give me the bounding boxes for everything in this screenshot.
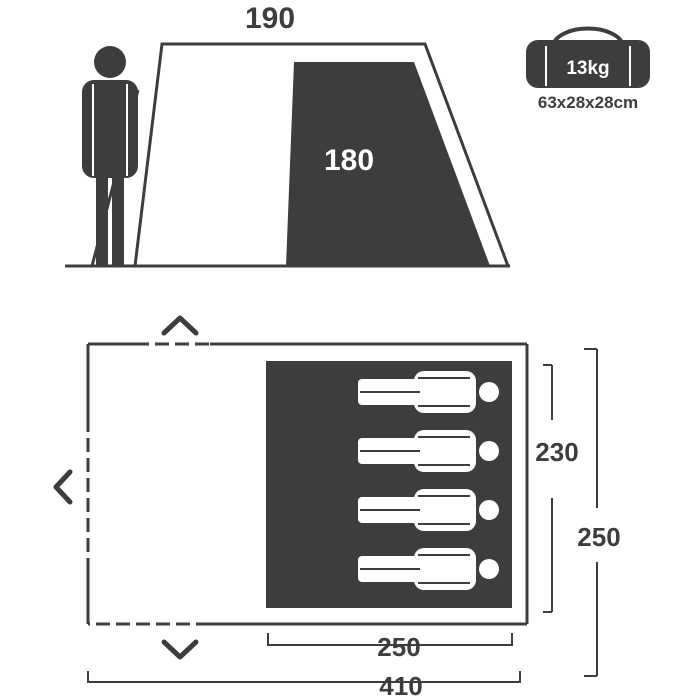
- bag-size-label: 63x28x28cm: [538, 93, 638, 112]
- bag-body-icon: [526, 40, 650, 88]
- inner-height-label: 180: [324, 144, 374, 177]
- person-silhouette-icon: [82, 46, 138, 266]
- inner-depth-dimension: [543, 364, 553, 613]
- tent-height-label: 190: [245, 2, 295, 35]
- tent-outline: [133, 42, 510, 267]
- sleeper-icon: [358, 430, 499, 472]
- side-view: 190 180: [65, 2, 510, 268]
- entrance-side-arrow-icon: [53, 469, 73, 505]
- inner-width-label: 250: [377, 632, 420, 662]
- floor-outline: [86, 342, 529, 626]
- total-width-dimension: [87, 671, 521, 683]
- inner-width-dimension: [267, 633, 513, 646]
- entrance-top-arrow-icon: [161, 315, 199, 336]
- total-depth-label: 250: [577, 522, 620, 552]
- sleeper-icon: [358, 489, 499, 531]
- sleeper-icon: [358, 371, 499, 413]
- sleeper-icon: [358, 548, 499, 590]
- entrance-bottom-arrow-icon: [161, 639, 199, 660]
- inner-cabin: [286, 62, 490, 266]
- carry-bag: 13kg 63x28x28cm: [526, 26, 650, 112]
- sleeper-group: [358, 371, 499, 590]
- bag-weight-label: 13kg: [566, 58, 609, 79]
- total-depth-dimension: [584, 348, 598, 677]
- inner-depth-label: 230: [535, 437, 578, 467]
- total-width-label: 410: [379, 671, 422, 700]
- floor-plan: 230 250 250 410: [53, 315, 621, 700]
